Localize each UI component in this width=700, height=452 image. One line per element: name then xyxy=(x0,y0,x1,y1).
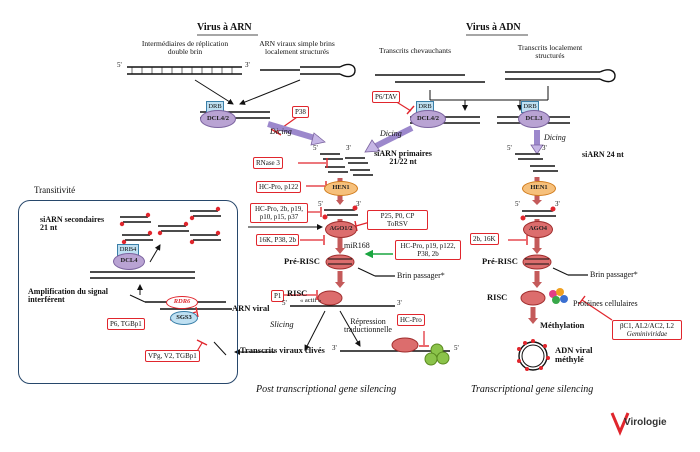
three-prime-repression: 3' xyxy=(332,344,337,352)
suppressor-hcpro-p122: HC-Pro, p122 xyxy=(256,181,302,194)
pre-risc-label-left: Pré-RISC xyxy=(284,256,320,266)
suppressor-beta: βC1, AL2/AC2, L2 xyxy=(619,322,675,330)
suppressor-p6tav: P6/TAV xyxy=(372,91,401,104)
suppressor-rnase3: RNase 3 xyxy=(253,157,283,170)
suppressor-p6-tgbp1: P6, TGBp1 xyxy=(107,318,145,331)
amplification-label: Amplification du signal interférent xyxy=(28,287,109,305)
tgs-label: Transcriptional gene silencing xyxy=(471,384,594,395)
suppressor-hcpro: HC-Pro xyxy=(397,314,425,327)
ds-rna-input xyxy=(127,66,242,75)
risc-label-left: RISC xyxy=(287,288,308,298)
five-prime-24nt: 5' xyxy=(507,144,512,152)
secondary-sirna-label: siARN secondaires 21 nt xyxy=(40,215,105,233)
suppressor-p25: P25, P0, CP ToRSV xyxy=(367,210,428,231)
slicing-label: Slicing xyxy=(270,319,294,329)
three-prime-primary: 3' xyxy=(346,144,351,152)
dcl42-enzyme-left: DCL4/2 xyxy=(200,110,236,128)
suppressor-p1: P1 xyxy=(271,290,285,303)
ago4-protein: AGO4 xyxy=(523,221,553,238)
dcl4-enzyme: DCL4 xyxy=(113,253,145,270)
five-prime-label: 5' xyxy=(117,61,122,69)
transitivity-title: Transitivité xyxy=(34,185,76,195)
five-prime-repression: 5' xyxy=(454,344,459,352)
dna-virus-header: Virus à ADN xyxy=(466,22,521,33)
translational-repression-label: Répression traductionnelle xyxy=(344,317,392,335)
primary-sirna-label: siARN primaires 21/22 nt xyxy=(374,149,432,167)
dicing-label-right: Dicing xyxy=(544,133,566,142)
three-prime-viral: 3' xyxy=(397,299,402,307)
suppressor-vpg: VPg, V2, TGBp1 xyxy=(145,350,200,363)
ago12-protein: AGO1/2 xyxy=(325,221,357,238)
five-prime-methyl-right: 5' xyxy=(515,200,520,208)
suppressor-p38: P38 xyxy=(292,106,309,119)
transitivity-panel xyxy=(18,200,238,384)
viral-rna-label: ARN viral xyxy=(232,303,270,313)
dcl3-enzyme: DCL3 xyxy=(518,110,550,128)
pre-risc-label-right: Pré-RISC xyxy=(482,256,518,266)
passenger-strand-right: Brin passager* xyxy=(590,270,638,279)
ds-intermediates-label: Intermédiaires de réplication double bri… xyxy=(141,39,229,56)
dicing-label-middle: Dicing xyxy=(380,129,402,138)
rdr6-protein: RDR6 xyxy=(166,296,198,309)
geminiviridae-label: Geminiviridae xyxy=(626,330,668,339)
actif-label: « actif » xyxy=(300,297,322,304)
dcl42-enzyme-middle: DCL4/2 xyxy=(410,110,446,128)
suppressor-hcpro-mir: HC-Pro, p19, p122, P38, 2b xyxy=(395,240,461,261)
passenger-strand-left: Brin passager* xyxy=(397,271,445,280)
sgs3-protein: SGS3 xyxy=(170,311,198,325)
ptgs-label: Post transcriptional gene silencing xyxy=(256,384,397,395)
cellular-proteins-label: Protéines cellulaires xyxy=(573,299,638,308)
local-structured-transcripts-label: Transcrits localement structurés xyxy=(517,43,583,60)
dicing-label-left: Dicing xyxy=(270,127,292,136)
five-prime-primary: 5' xyxy=(313,144,318,152)
suppressor-16k: 16K, P38, 2b xyxy=(256,234,299,247)
suppressor-2b-16k: 2b, 16K xyxy=(470,233,499,246)
sirna-24nt-label: siARN 24 nt xyxy=(582,150,624,159)
ss-structured-label: ARN viraux simple brins localement struc… xyxy=(259,39,335,56)
three-prime-label: 3' xyxy=(245,61,250,69)
five-prime-viral: 5' xyxy=(282,299,287,307)
cleaved-transcripts-label: Transcrits viraux clivés xyxy=(240,345,325,355)
rna-virus-header: Virus à ARN xyxy=(197,22,252,33)
overlapping-transcripts-label: Transcrits chevauchants xyxy=(379,46,451,55)
three-prime-24nt: 3' xyxy=(542,144,547,152)
ss-hairpin-rna xyxy=(260,64,356,77)
methylated-viral-dna-label: ADN viral méthylé xyxy=(555,345,593,364)
virologie-logo: Virologie xyxy=(624,417,667,428)
risc-label-right: RISC xyxy=(487,292,508,302)
hen1-enzyme-right: HEN1 xyxy=(522,181,556,196)
three-prime-methyl: 3' xyxy=(356,200,361,208)
hen1-enzyme-left: HEN1 xyxy=(324,181,358,196)
suppressor-beta-box: βC1, AL2/AC2, L2 Geminiviridae xyxy=(612,320,682,341)
three-prime-methyl-right: 3' xyxy=(555,200,560,208)
mir168-label: miR168 xyxy=(344,241,370,250)
methylation-label: Méthylation xyxy=(540,320,585,330)
suppressor-hcpro-list: HC-Pro, 2b, p19, p10, p15, p37 xyxy=(250,203,308,224)
five-prime-methyl: 5' xyxy=(318,200,323,208)
